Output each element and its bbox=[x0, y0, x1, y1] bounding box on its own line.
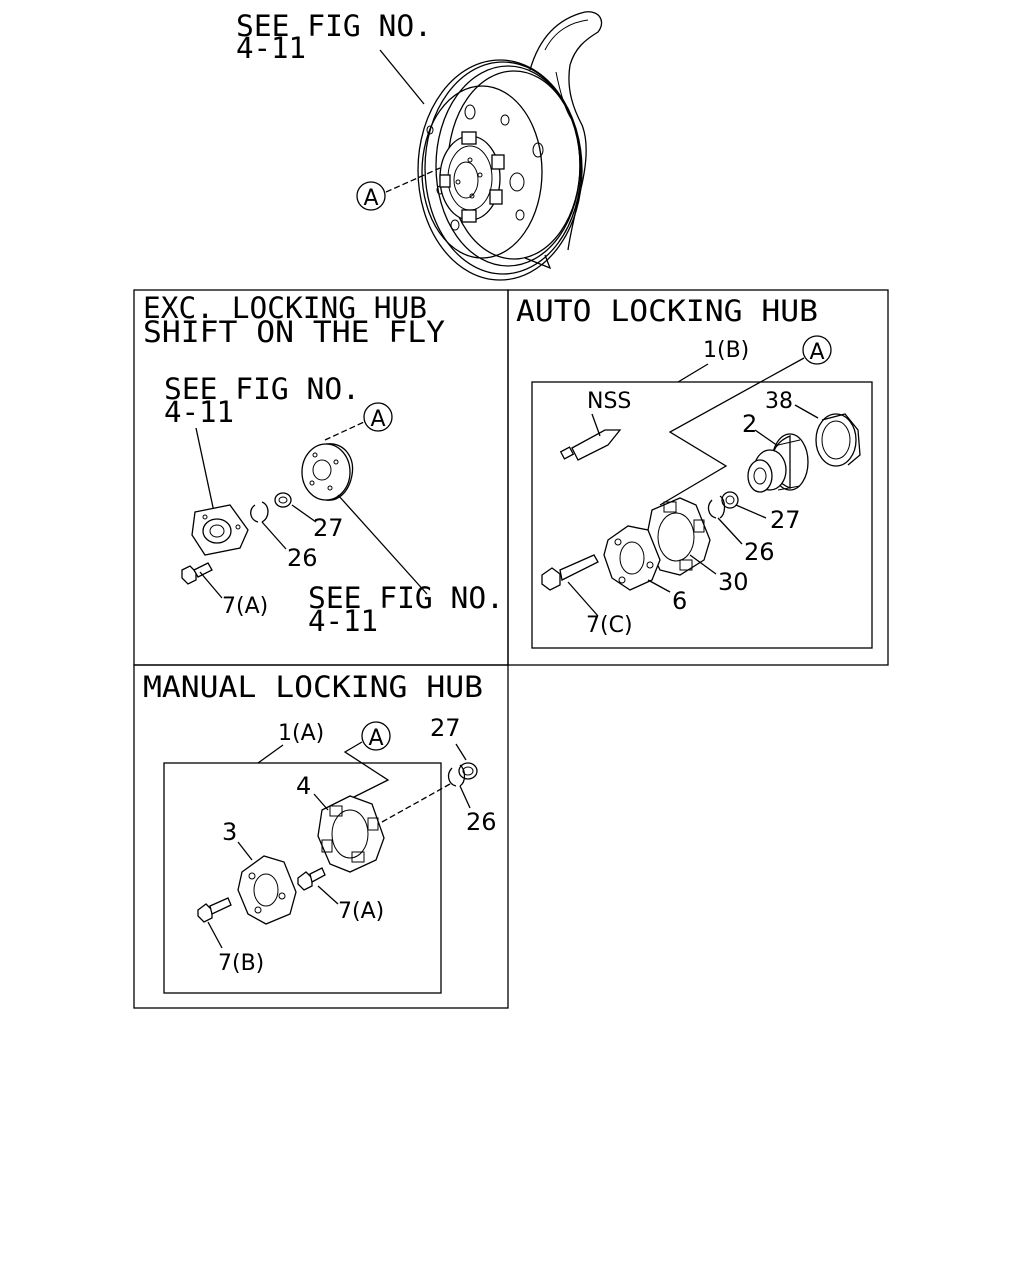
auto-assembly-box bbox=[531, 381, 873, 649]
exc-flange bbox=[301, 443, 354, 501]
manual-label-27: 27 bbox=[430, 714, 461, 742]
exc-title-line2: SHIFT ON THE FLY bbox=[143, 315, 445, 349]
auto-assembly-label: 1(B) bbox=[703, 338, 749, 363]
manual-callout-a: A bbox=[368, 726, 383, 751]
steering-knuckle bbox=[529, 11, 603, 251]
auto-callout-a: A bbox=[809, 340, 824, 365]
manual-hub-body bbox=[317, 795, 385, 873]
auto-title: AUTO LOCKING HUB bbox=[516, 294, 818, 328]
manual-label-26: 26 bbox=[466, 808, 497, 836]
auto-label-nss: NSS bbox=[587, 389, 631, 414]
manual-title: MANUAL LOCKING HUB bbox=[143, 670, 483, 704]
manual-assembly-label: 1(A) bbox=[278, 721, 324, 746]
panel-grid bbox=[133, 289, 889, 1009]
auto-snap-ring bbox=[707, 495, 726, 519]
auto-label-26: 26 bbox=[744, 538, 775, 566]
manual-bolt-a bbox=[297, 867, 326, 891]
panel-manual-locking-hub: MANUAL LOCKING HUB 1(A) A 27 26 4 bbox=[143, 670, 497, 994]
auto-nss-tube bbox=[559, 429, 622, 461]
exc-see-fig2-line1: SEE FIG NO. bbox=[308, 581, 504, 615]
auto-label-30: 30 bbox=[718, 568, 749, 596]
auto-label-7c: 7(C) bbox=[586, 613, 633, 638]
exc-title-line1: EXC. LOCKING HUB bbox=[143, 291, 427, 325]
exc-callout-a-circle bbox=[363, 402, 393, 432]
top-callout-a-circle bbox=[356, 181, 386, 211]
manual-label-7b: 7(B) bbox=[218, 951, 264, 976]
manual-bolt-b bbox=[197, 897, 232, 923]
hub-flange bbox=[439, 131, 505, 223]
auto-callout-a-circle bbox=[802, 335, 832, 365]
manual-snap-ring bbox=[447, 764, 466, 787]
panel-exc-locking-hub: EXC. LOCKING HUB SHIFT ON THE FLY SEE FI… bbox=[143, 291, 504, 638]
auto-bolt bbox=[541, 554, 599, 591]
manual-label-3: 3 bbox=[222, 818, 237, 846]
auto-cap bbox=[815, 413, 861, 467]
exc-callout-a: A bbox=[370, 407, 385, 432]
manual-cover bbox=[237, 855, 297, 925]
exc-washer bbox=[274, 492, 292, 508]
panel-auto-locking-hub: AUTO LOCKING HUB 1(B) A NSS 38 bbox=[516, 294, 873, 649]
auto-label-38: 38 bbox=[765, 389, 793, 414]
manual-washer bbox=[458, 762, 478, 780]
auto-label-27: 27 bbox=[770, 506, 801, 534]
auto-clutch-body bbox=[747, 433, 809, 493]
exc-snap-ring bbox=[250, 501, 269, 523]
auto-cover-plate bbox=[603, 525, 661, 591]
auto-washer bbox=[721, 491, 739, 509]
manual-assembly-box bbox=[163, 762, 442, 994]
auto-label-2: 2 bbox=[742, 410, 757, 438]
top-see-fig-line1: SEE FIG NO. bbox=[236, 9, 432, 43]
top-callout-a: A bbox=[363, 186, 378, 211]
exc-see-fig1-line2: 4-11 bbox=[164, 395, 234, 429]
exc-see-fig2-line2: 4-11 bbox=[308, 604, 378, 638]
top-assembly: SEE FIG NO. 4-11 bbox=[236, 9, 603, 281]
auto-label-6: 6 bbox=[672, 587, 687, 615]
exc-label-27: 27 bbox=[313, 514, 344, 542]
exc-label-7a: 7(A) bbox=[222, 594, 268, 619]
brake-disc bbox=[417, 59, 583, 281]
exc-hub-housing bbox=[191, 504, 249, 556]
top-see-fig-line2: 4-11 bbox=[236, 31, 306, 65]
exc-bolt bbox=[181, 562, 213, 585]
manual-label-7a: 7(A) bbox=[338, 899, 384, 924]
exc-label-26: 26 bbox=[287, 544, 318, 572]
exc-see-fig1-line1: SEE FIG NO. bbox=[164, 372, 360, 406]
manual-label-4: 4 bbox=[296, 772, 311, 800]
manual-callout-a-circle bbox=[361, 721, 391, 751]
